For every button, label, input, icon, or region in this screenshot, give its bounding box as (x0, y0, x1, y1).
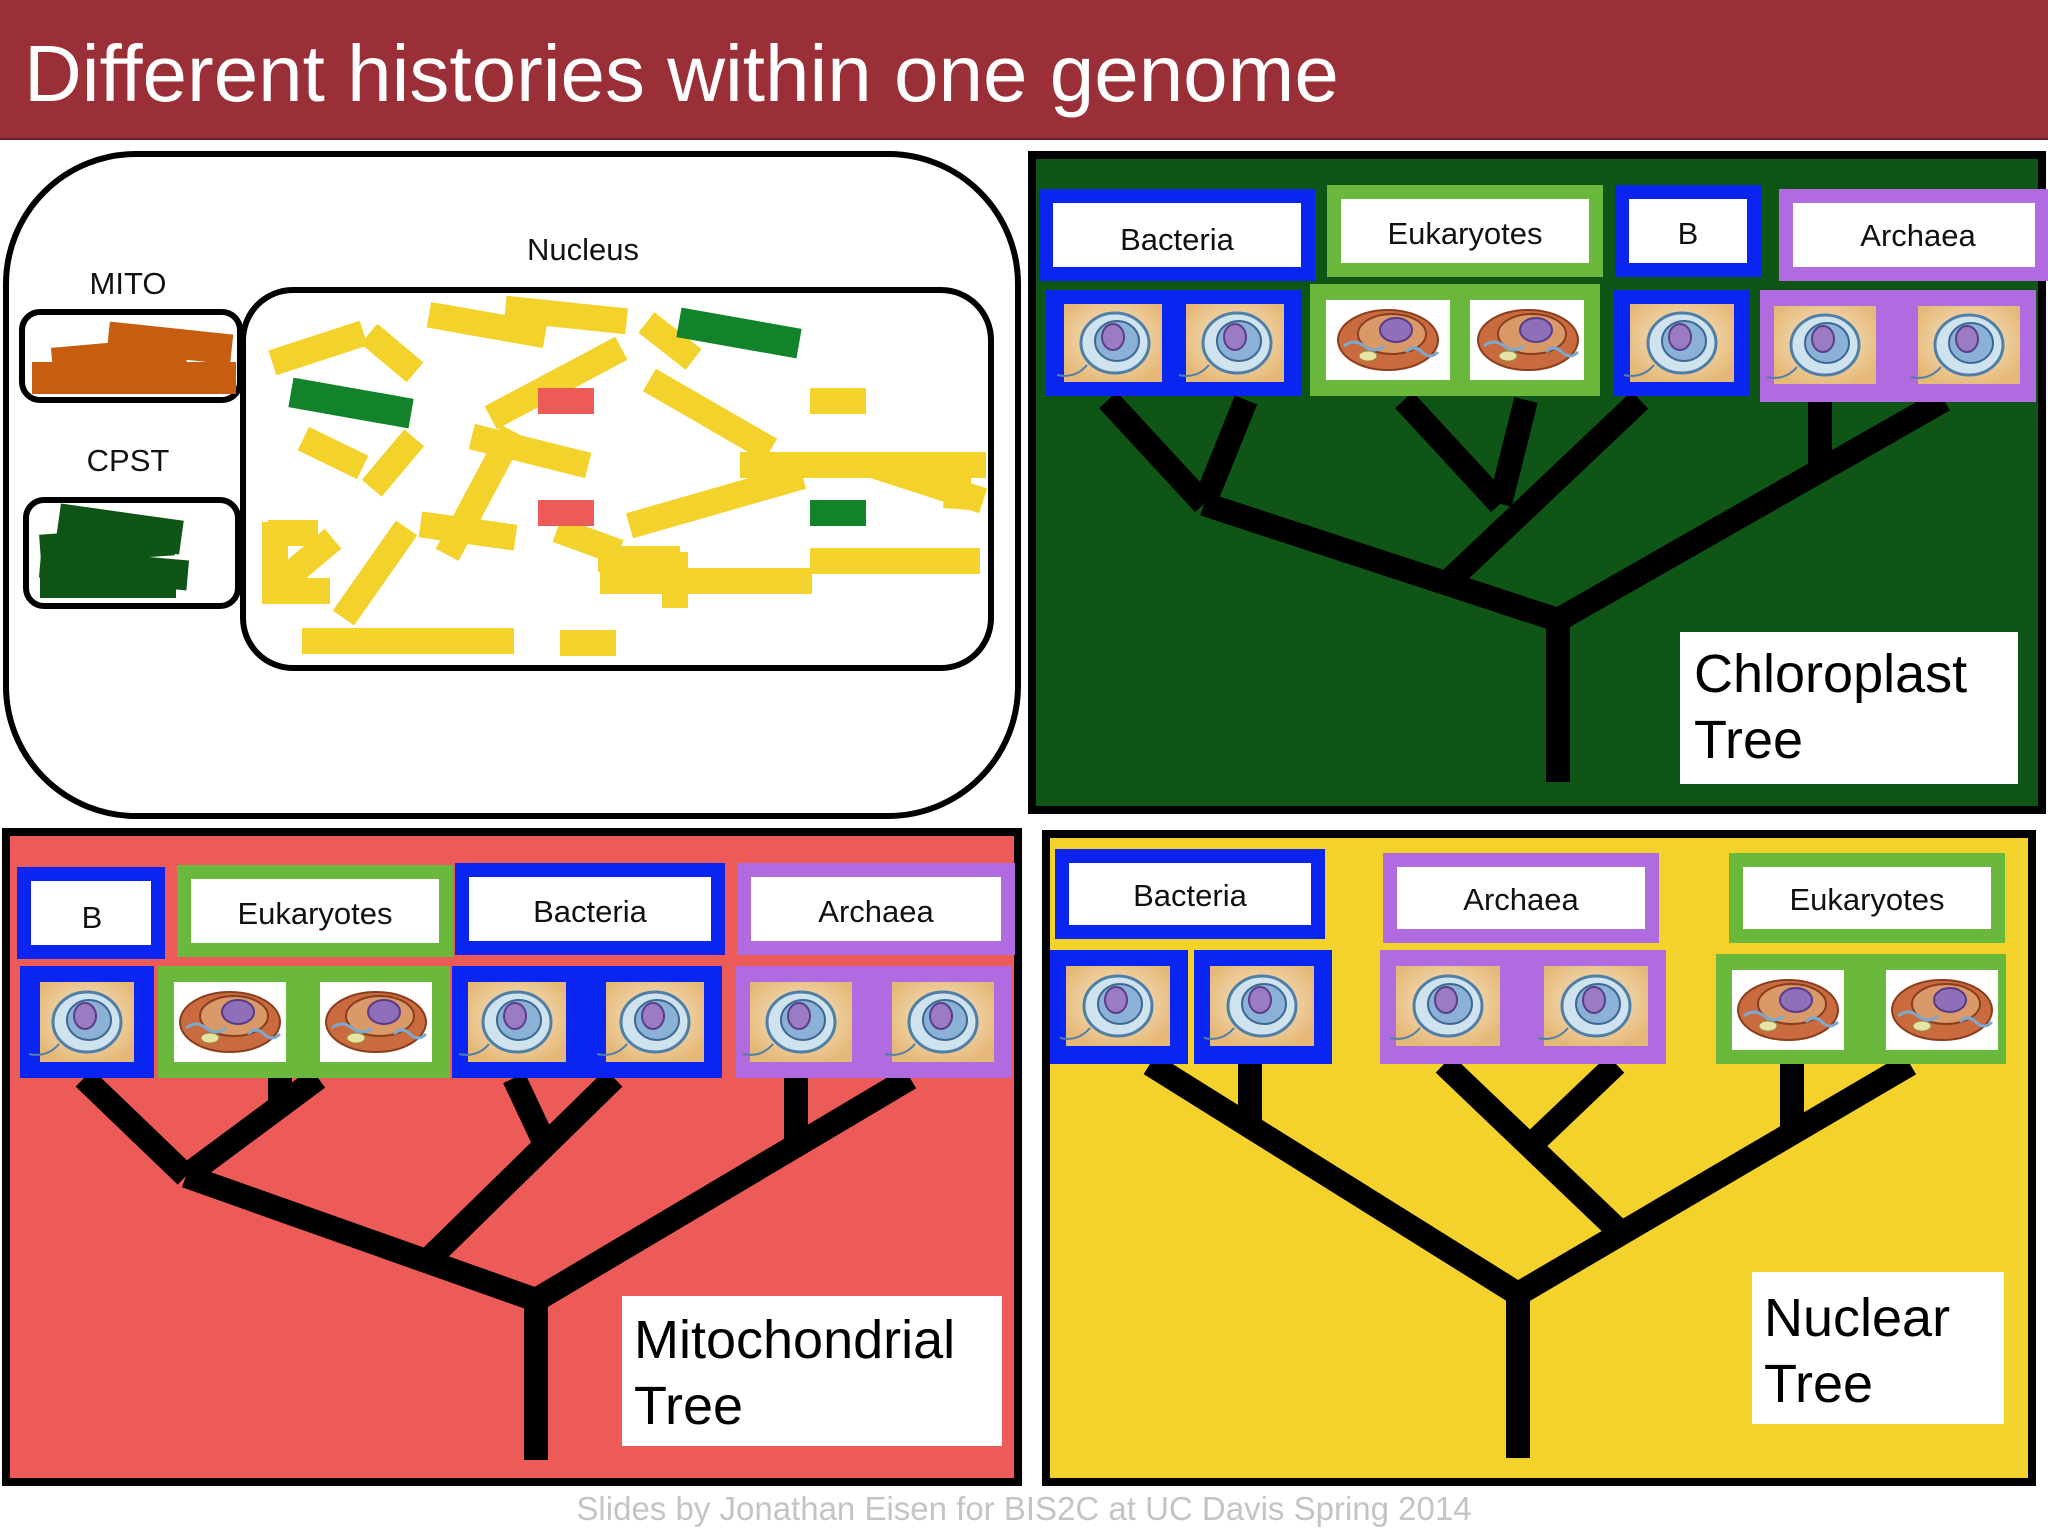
cpst-genes (38, 503, 190, 598)
nuclear-label-box-bacteria (1055, 849, 1325, 939)
chloroplast-tree-branches (1099, 389, 1950, 782)
chloroplast-label-box-archaea (1779, 189, 2048, 281)
chloroplast-label-box-b (1615, 185, 1761, 277)
nuclear-title-line2: Tree (1764, 1354, 1873, 1414)
mitochondrial-organism-icons (20, 966, 1012, 1078)
mito-label-box-b (17, 867, 165, 959)
eukaryote-cell-icon (324, 990, 428, 1054)
nuclear-labels: Bacteria Archaea Eukaryotes (1055, 849, 2005, 943)
chloroplast-title-line2: Tree (1694, 710, 1803, 770)
chloroplast-label-b: B (1678, 216, 1699, 251)
nuclear-tree-branches (1143, 1053, 1917, 1458)
chloroplast-tree-panel: Bacteria Eukaryotes B Archaea (1028, 151, 2048, 814)
mito-label-bacteria: Bacteria (533, 894, 647, 929)
chloroplast-label-box-eukaryotes (1327, 185, 1603, 277)
nuclear-title-box (1752, 1272, 2004, 1424)
chloroplast-labels: Bacteria Eukaryotes B Archaea (1039, 185, 2048, 281)
chloroplast-title-line1: Chloroplast (1694, 644, 1967, 704)
mitochondrial-labels: B Eukaryotes Bacteria Archaea (17, 863, 1015, 959)
chloroplast-title-box (1680, 632, 2018, 784)
eukaryote-cell-icon (1476, 308, 1580, 372)
slide-title: Different histories within one genome (24, 29, 1339, 118)
transferred-chloroplast-genes (288, 307, 866, 526)
mitochondrial-tree-panel: B Eukaryotes Bacteria Archaea (2, 828, 1022, 1486)
mito-label-archaea: Archaea (818, 894, 934, 929)
eukaryote-cell-icon (1336, 308, 1440, 372)
cell-panel: Nucleus (3, 151, 1021, 819)
title-bar: Different histories within one genome (0, 0, 2048, 140)
mito-label-box-eukaryotes (177, 865, 453, 957)
nuclear-label-bacteria: Bacteria (1133, 878, 1247, 913)
nuclear-label-box-archaea (1383, 853, 1659, 943)
chloroplast-label-box-bacteria (1039, 189, 1315, 281)
mito-label-b: B (82, 900, 103, 935)
nuclear-organism-icons (1050, 950, 2006, 1064)
mitochondrial-tree-branches (75, 1067, 917, 1460)
eukaryote-cell-icon (178, 990, 282, 1054)
nuclear-label-box-eukaryotes (1729, 853, 2005, 943)
mito-label-box-archaea (737, 863, 1015, 955)
nuclear-title-line1: Nuclear (1764, 1288, 1950, 1348)
mitochondrial-title-line2: Tree (634, 1376, 743, 1436)
chloroplast-label-bacteria: Bacteria (1120, 222, 1234, 257)
eukaryote-cell-icon (1736, 978, 1840, 1042)
mito-label: MITO (90, 266, 167, 301)
mito-label-eukaryotes: Eukaryotes (237, 896, 392, 931)
mito-genes (32, 321, 236, 394)
nuclear-label-eukaryotes: Eukaryotes (1789, 882, 1944, 917)
chloroplast-organism-icons (1046, 284, 2036, 402)
nuclear-tree-panel: Bacteria Archaea Eukaryotes Nuclear (1042, 830, 2036, 1486)
nuclear-label-archaea: Archaea (1463, 882, 1579, 917)
mitochondrial-title-line1: Mitochondrial (634, 1310, 955, 1370)
mito-label-box-bacteria (455, 863, 725, 955)
cpst-label: CPST (87, 443, 170, 478)
slide-footer: Slides by Jonathan Eisen for BIS2C at UC… (576, 1490, 1472, 1527)
genome-histories-diagram: Nucleus (2, 151, 2048, 1486)
nuclear-genes (262, 295, 988, 656)
transferred-mito-genes (538, 388, 594, 526)
chloroplast-label-archaea: Archaea (1860, 218, 1976, 253)
chloroplast-label-eukaryotes: Eukaryotes (1387, 216, 1542, 251)
eukaryote-cell-icon (1890, 978, 1994, 1042)
mitochondrial-title-box (622, 1296, 1002, 1446)
nucleus-label: Nucleus (527, 232, 639, 267)
